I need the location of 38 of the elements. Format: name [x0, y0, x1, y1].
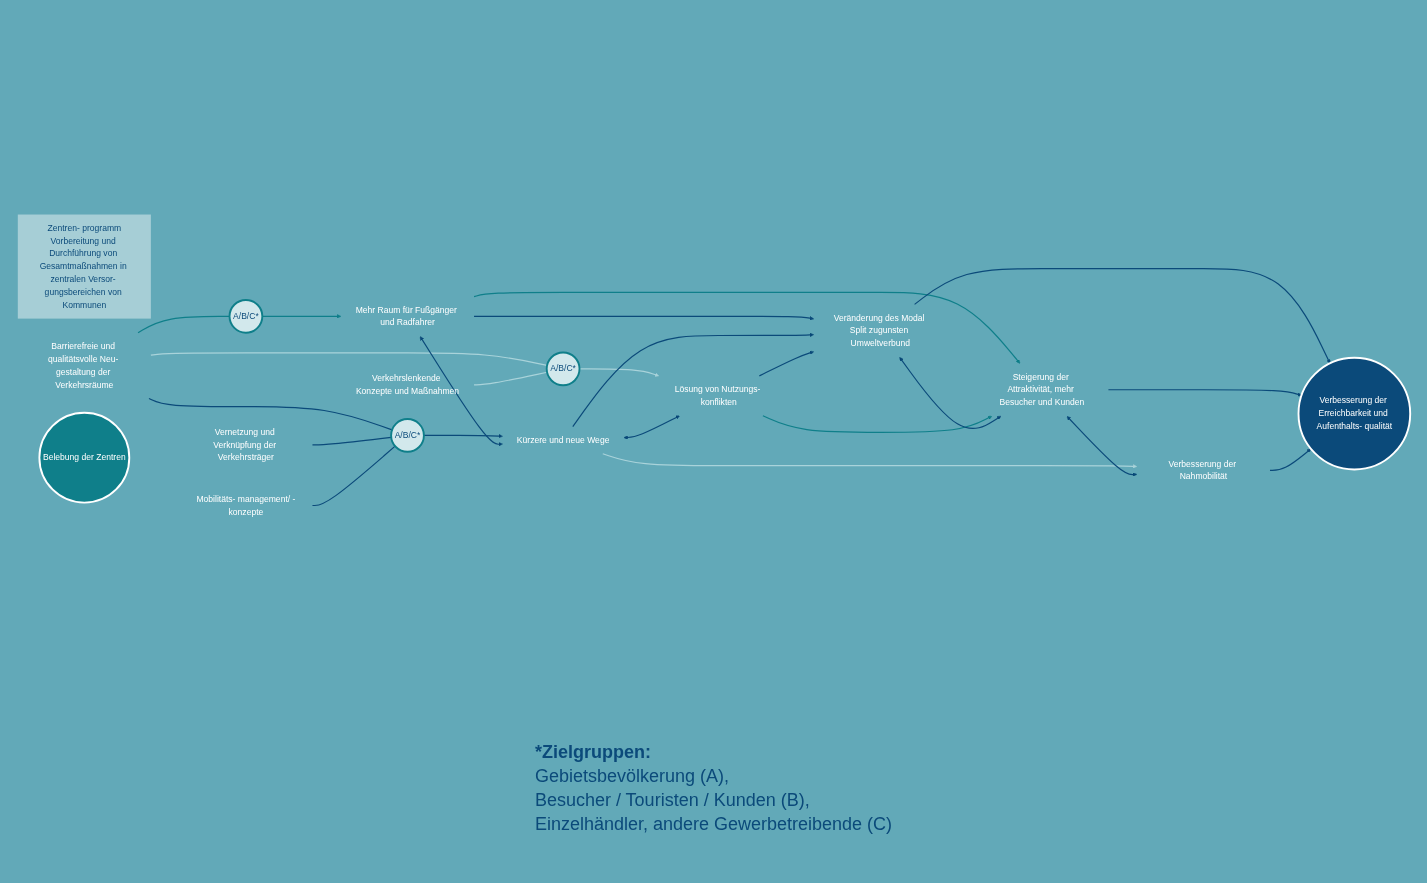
connector [311, 436, 392, 446]
node-text: Steigerung der Attraktivität, mehr Besucher und Kunden [999, 371, 1084, 408]
arrow [472, 315, 814, 321]
connector [311, 445, 396, 507]
footnote-text: Besucher / Touristen / Kunden (B), [534, 789, 811, 812]
node-circle: Verbesserung der Erreichbarkeit und Aufenthalts- qualität [1297, 356, 1411, 471]
arrow [761, 415, 992, 433]
arrow [1107, 389, 1302, 397]
arrow [898, 357, 1001, 430]
footnote-text: *Zielgruppen: [534, 741, 652, 764]
connector [136, 315, 230, 334]
node-text: Barrierefreie und qualitätsvolle Neu- gestaltung der Verkehrsräume [47, 341, 118, 390]
arrow [1268, 448, 1311, 472]
arrow [1066, 416, 1137, 477]
arrow [913, 268, 1330, 364]
node-text: Vernetzung und Verknüpfung der Verkehrsträger [212, 427, 276, 463]
node-text: Mehr Raum für Fußgänger und Radfahrer [355, 304, 457, 328]
footnote-text: Gebietsbevölkerung (A), [534, 765, 730, 788]
node-circle: A/B/C* [228, 299, 263, 334]
arrow [261, 314, 341, 319]
arrow [419, 336, 503, 447]
node-text: Kürzere und neue Wege [516, 435, 609, 445]
arrow [472, 291, 1020, 364]
connector [147, 397, 393, 431]
node-text: Lösung von Nutzungs- konflikten [674, 384, 760, 407]
arrow [601, 453, 1137, 469]
arrow [571, 332, 814, 428]
node-box: Zentren- programm Vorbereitung und Durchführung von Gesamtmaßnahmen in zentralen Versor- gungsbereichen von Kommunen [17, 214, 151, 319]
node-text: Veränderung des Modal Split zugunsten Umweltverbund [833, 312, 925, 349]
arrow [623, 415, 680, 440]
footnote-text: Einzelhändler, andere Gewerbetreibende (C) [534, 813, 893, 836]
node-circle: Belebung der Zentren [37, 411, 130, 504]
arrow [758, 350, 814, 377]
node-text: Mobilitäts- management/ -konzepte [195, 494, 295, 517]
node-circle: A/B/C* [545, 351, 580, 387]
node-circle: A/B/C* [389, 418, 425, 453]
node-text: Verkehrslenkende Konzepte und Maßnahmen [355, 373, 459, 396]
node-text: Verbesserung der Nahmobilität [1168, 459, 1236, 482]
